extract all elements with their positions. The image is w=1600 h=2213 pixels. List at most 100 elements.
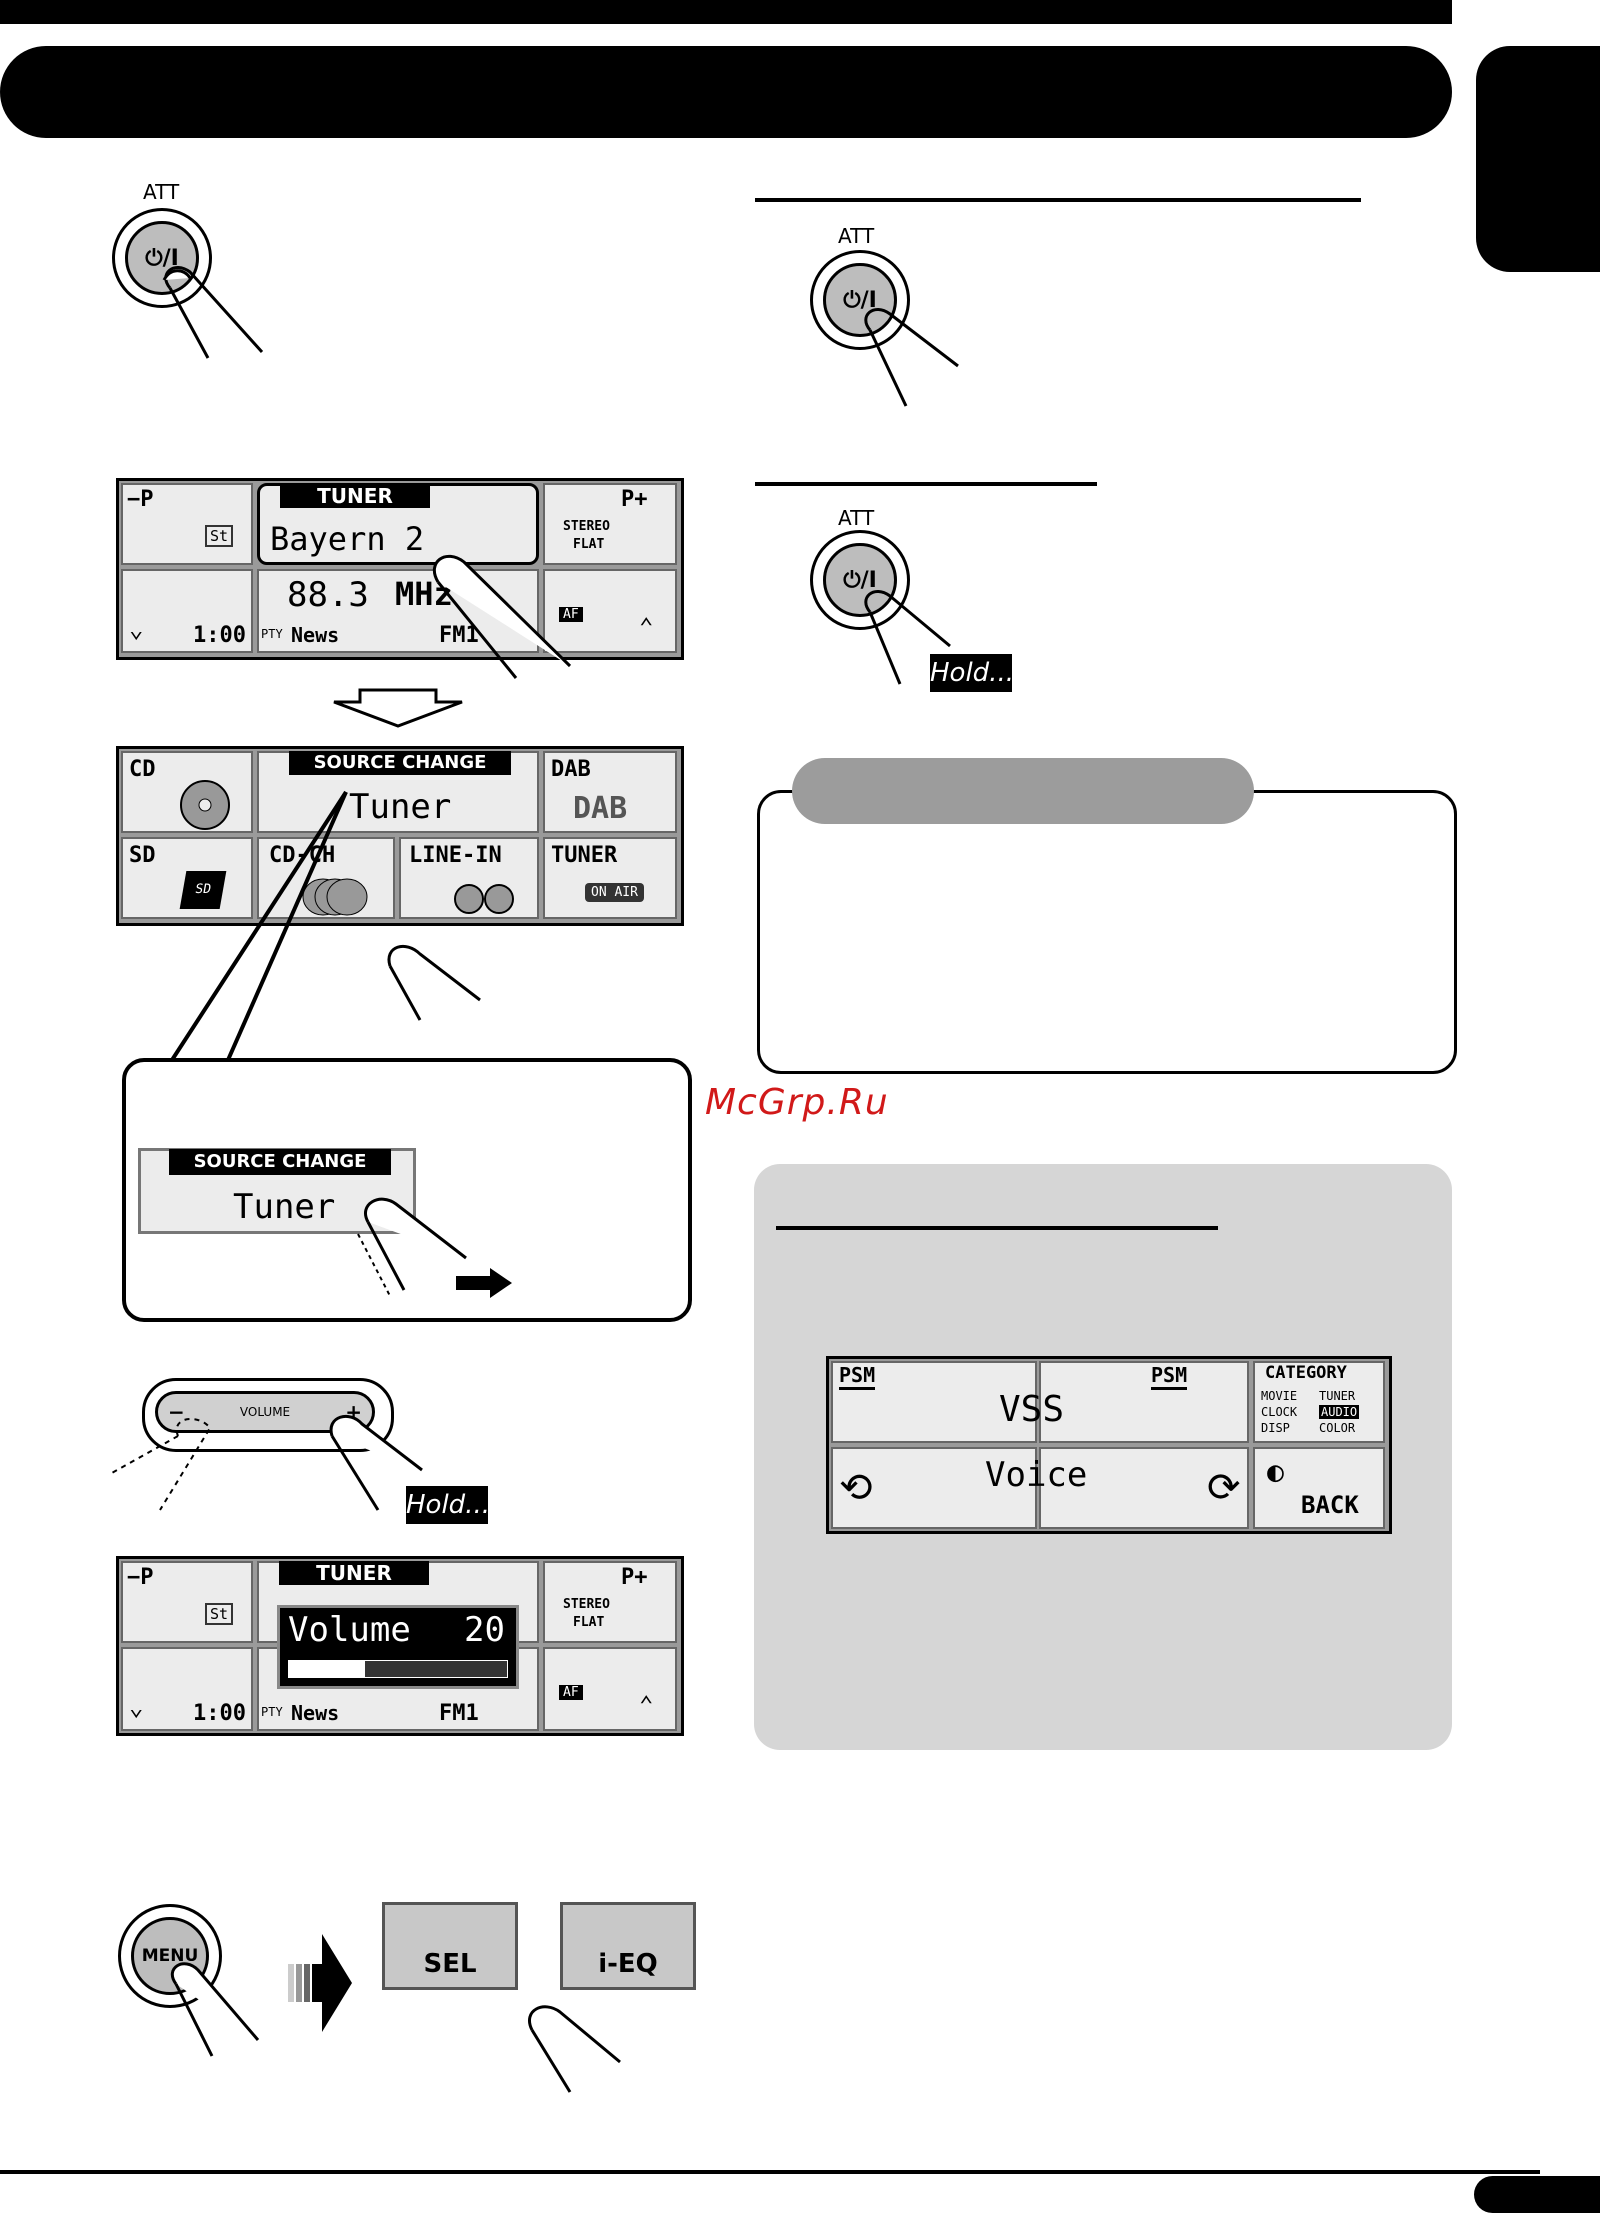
att-label: ATT <box>838 224 875 248</box>
source-label: LINE-IN <box>409 843 502 868</box>
source-change-button[interactable]: SOURCE CHANGE Tuner <box>257 751 539 833</box>
source-label: CD-CH <box>269 843 336 868</box>
volume-overlay-label: Volume <box>288 1610 411 1650</box>
finger-press-icon <box>864 307 959 407</box>
chevron-down-icon: ⌄ <box>129 1693 144 1721</box>
chevron-up-icon: ⌃ <box>639 613 654 641</box>
finger-swipe-icon <box>357 1197 467 1297</box>
bottom-rule <box>0 2170 1540 2174</box>
hold-tag: Hold.... <box>406 1486 498 1524</box>
af-badge: AF <box>559 607 583 622</box>
subheading-rule <box>755 198 1361 202</box>
pty-value: News <box>291 623 340 647</box>
back-label: BACK <box>1301 1491 1359 1519</box>
rotate-left-icon: ⟲ <box>839 1465 873 1511</box>
preset-down-label: −P <box>127 487 154 512</box>
source-label: TUNER <box>551 843 618 868</box>
finger-press-icon <box>162 265 264 359</box>
sel-button[interactable]: SEL <box>382 1902 518 1990</box>
source-change-header: SOURCE CHANGE <box>169 1149 391 1175</box>
source-tuner-button[interactable]: TUNER ON AIR <box>543 837 677 919</box>
language-tab <box>1476 46 1600 272</box>
current-source: Tuner <box>349 787 452 827</box>
note-heading-pill <box>792 758 1254 824</box>
source-line-in-button[interactable]: LINE-IN <box>399 837 539 919</box>
preset-up-label: P+ <box>621 487 648 512</box>
stereo-label: STEREO <box>563 519 610 534</box>
note-box <box>757 790 1457 1074</box>
tuner-display: −P St TUNER Bayern 2 P+ STEREO FLAT ⌄ 1:… <box>116 478 684 660</box>
frequency: 88.3 <box>287 575 369 615</box>
pty-value: News <box>291 1701 340 1725</box>
volume-minus[interactable]: − <box>168 1400 185 1424</box>
category-item: CLOCK <box>1261 1405 1298 1419</box>
back-icon: ◐ <box>1267 1455 1284 1488</box>
band: FM1 <box>439 623 479 648</box>
att-label: ATT <box>838 506 875 530</box>
tuner-header: TUNER <box>280 484 430 508</box>
tuner-display-volume: −P St TUNER P+ STEREO FLAT ⌄ 1:00 PTY Ne… <box>116 1556 684 1736</box>
preset-up-button[interactable]: P+ STEREO FLAT <box>543 1561 677 1643</box>
finger-touch-icon <box>387 944 481 1021</box>
source-change-header: SOURCE CHANGE <box>289 751 511 775</box>
seek-up-button[interactable]: AF ⌃ <box>543 1647 677 1731</box>
seek-down-button[interactable]: ⌄ 1:00 <box>121 569 253 653</box>
arrow-right-icon <box>288 1934 352 2032</box>
source-cdch-button[interactable]: CD-CH <box>257 837 395 919</box>
setting-prev-button[interactable]: ⟲ <box>831 1447 1037 1529</box>
flat-label: FLAT <box>573 1615 605 1630</box>
arrow-right-icon <box>456 1268 512 1298</box>
on-air-icon: ON AIR <box>585 883 644 902</box>
finger-press-icon <box>170 1962 260 2057</box>
power-icon: ⏻/I <box>823 543 897 617</box>
psm-prev-button[interactable]: PSM <box>831 1361 1037 1443</box>
source-label: DAB <box>551 757 591 782</box>
power-att-button[interactable]: ⏻/I <box>112 208 212 308</box>
subheading-rule <box>755 482 1097 486</box>
hold-tag: Hold.... <box>930 654 1022 692</box>
psm-left-label: PSM <box>839 1363 876 1390</box>
sound-display: PSM PSM VSS CATEGORY MOVIE TUNER CLOCK A… <box>826 1356 1392 1534</box>
source-sd-button[interactable]: SD SD <box>121 837 253 919</box>
preset-up-button[interactable]: P+ STEREO FLAT <box>543 483 677 565</box>
chevron-down-icon: ⌄ <box>129 615 144 643</box>
st-badge: St <box>205 1603 234 1625</box>
source-label: SD <box>129 843 156 868</box>
preset-up-label: P+ <box>621 1565 648 1590</box>
preset-down-label: −P <box>127 1565 154 1590</box>
chevron-up-icon: ⌃ <box>639 1691 654 1719</box>
i-eq-button[interactable]: i-EQ <box>560 1902 696 1990</box>
seek-up-button[interactable]: AF ⌃ <box>543 569 677 653</box>
af-badge: AF <box>559 1685 583 1700</box>
seek-down-button[interactable]: ⌄ 1:00 <box>121 1647 253 1731</box>
pty-tag: PTY <box>261 1705 283 1719</box>
category-item: MOVIE <box>1261 1389 1298 1403</box>
top-rule <box>0 0 1452 24</box>
power-att-button[interactable]: ⏻/I <box>810 250 910 350</box>
station-name-button[interactable]: TUNER Bayern 2 <box>257 483 539 565</box>
sound-settings-panel: PSM PSM VSS CATEGORY MOVIE TUNER CLOCK A… <box>754 1164 1452 1750</box>
volume-level-fill <box>289 1661 366 1677</box>
back-button[interactable]: ◐ BACK <box>1253 1447 1385 1529</box>
st-badge: St <box>205 525 234 547</box>
preset-down-button[interactable]: −P St <box>121 1561 253 1643</box>
arrow-down-icon <box>333 688 463 728</box>
category-item: TUNER <box>1319 1389 1356 1403</box>
disc-icon <box>180 780 230 830</box>
pty-tag: PTY <box>261 627 283 641</box>
setting-value: Voice <box>985 1455 1088 1495</box>
source-cd-button[interactable]: CD <box>121 751 253 833</box>
setting-next-button[interactable]: ⟳ <box>1039 1447 1249 1529</box>
finger-hold-icon <box>864 589 951 685</box>
band: FM1 <box>439 1701 479 1726</box>
finger-touch-icon <box>432 555 572 679</box>
power-icon: ⏻/I <box>823 263 897 337</box>
category-button[interactable]: CATEGORY MOVIE TUNER CLOCK AUDIO DISP CO… <box>1253 1361 1385 1443</box>
watermark-text: McGrp.Ru <box>705 1082 889 1123</box>
source-dab-button[interactable]: DAB DAB <box>543 751 677 833</box>
clock: 1:00 <box>193 1701 246 1726</box>
dab-logo-icon: DAB <box>573 791 628 826</box>
power-att-button[interactable]: ⏻/I <box>810 530 910 630</box>
preset-down-button[interactable]: −P St <box>121 483 253 565</box>
psm-next-button[interactable]: PSM <box>1039 1361 1249 1443</box>
